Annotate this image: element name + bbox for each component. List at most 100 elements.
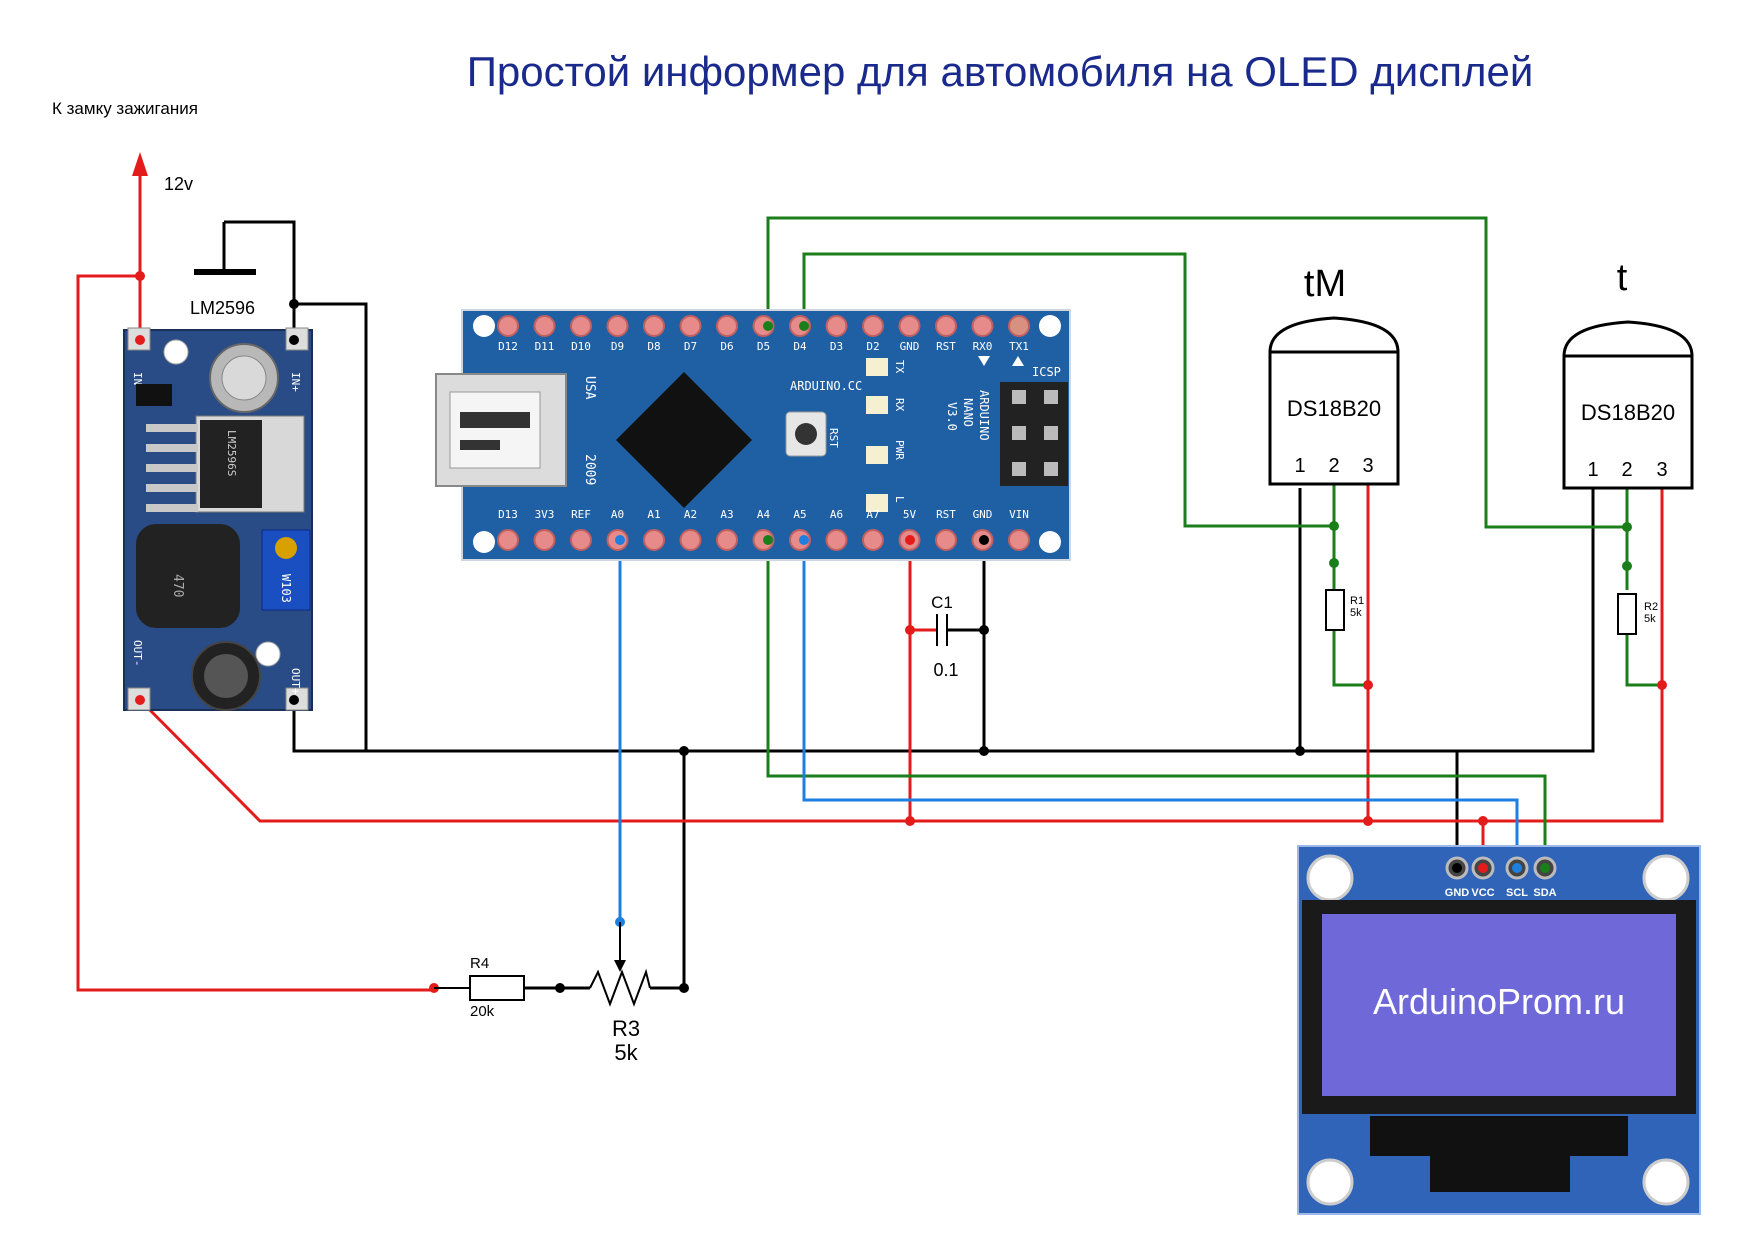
sensor-t-pin3: 3 (1656, 459, 1667, 481)
nano-pin-bottom-a1 (643, 529, 665, 551)
voltage-label: 12v (164, 174, 193, 194)
junction-dot (555, 983, 565, 993)
r4-name: R4 (470, 955, 489, 972)
led-tx-label: TX (893, 360, 906, 374)
nano-pin-top-d2 (862, 315, 884, 337)
nano-pin-label: D2 (866, 340, 879, 353)
mount-hole (473, 531, 495, 553)
junction-dot (905, 816, 915, 826)
nano-pin-top-rx0 (971, 315, 994, 337)
pin-dot-a5 (799, 535, 809, 545)
led-pwr (866, 446, 888, 464)
oled-pin-dot (1540, 863, 1550, 873)
diode (136, 384, 172, 406)
sensor-tm: tM DS18B20 1 2 3 R1 5k (1268, 263, 1400, 631)
junction-dot (905, 625, 915, 635)
nano-pin-label: A0 (611, 508, 624, 521)
nano-pin-label: A5 (793, 508, 806, 521)
mount-hole (1039, 531, 1061, 553)
r4-value: 20k (470, 1003, 495, 1020)
led-l (866, 494, 888, 512)
nano-pin-label: D4 (793, 340, 807, 353)
nano-pin-bottom-vin (1008, 529, 1030, 551)
nano-pin-label: D9 (611, 340, 624, 353)
junction-dot (1295, 746, 1305, 756)
nano-pin-bottom-rst (935, 529, 957, 551)
sensor-tm-pin1: 1 (1294, 455, 1305, 477)
label-in-plus: IN+ (289, 372, 302, 392)
sensor-tm-pin2: 2 (1328, 455, 1339, 477)
junction-dot (1478, 816, 1488, 826)
wire-a5-scl (802, 542, 1519, 866)
mount-hole (1642, 854, 1690, 902)
wire-r1-bottom (1332, 630, 1368, 687)
led-rx-label: RX (893, 398, 906, 412)
led-rx (866, 396, 888, 414)
nano-pin-label: D13 (498, 508, 518, 521)
junction-dot (1622, 561, 1632, 571)
sensor-t-pin1: 1 (1587, 459, 1598, 481)
nano-pin-label: A6 (830, 508, 843, 521)
mount-hole (1306, 1158, 1354, 1206)
pin-dot-a0 (615, 535, 625, 545)
rx-arrow-icon (978, 356, 990, 366)
regulator-name: LM2596 (190, 298, 255, 318)
junction-dot (1329, 558, 1339, 568)
wire-a4-sda (766, 542, 1547, 866)
r3-value: 5k (614, 1040, 638, 1065)
wire-d4 (802, 252, 1336, 590)
chip-text: LM2596S (225, 430, 238, 476)
oled-pin-label: VCC (1471, 887, 1494, 899)
ignition-label: К замку зажигания (52, 99, 198, 118)
nano-pin-label: D11 (535, 340, 555, 353)
junction-dot (1329, 521, 1339, 531)
microcontroller-chip (616, 372, 752, 508)
rst-label: RST (827, 428, 840, 448)
oled-pin-dot (1478, 863, 1488, 873)
junction-dot (135, 271, 145, 281)
junction-dot (979, 746, 989, 756)
nano-pin-label: D5 (757, 340, 770, 353)
wire-ignition-r4 (76, 274, 434, 992)
pin-dot-d5 (763, 321, 773, 331)
wiper-arrow-icon (614, 960, 626, 972)
nano-pin-top-d6 (716, 315, 738, 337)
icsp-label: ICSP (1032, 365, 1061, 379)
pin-dot-5v (905, 535, 915, 545)
pin-dot-a4 (763, 535, 773, 545)
r3-name: R3 (612, 1016, 640, 1041)
nano-pin-label: D10 (571, 340, 591, 353)
nano-pin-bottom-a7 (862, 529, 884, 551)
nano-pin-bottom-ref (570, 529, 592, 551)
resistor-r4: R4 20k (434, 955, 525, 1020)
mount-hole (163, 339, 189, 365)
label-out-plus: OUT+ (289, 668, 302, 695)
pin-dot-d4 (799, 321, 809, 331)
inductor-text: 470 (170, 574, 185, 597)
nano-pin-label: D6 (720, 340, 733, 353)
nano-pin-label: 5V (903, 508, 917, 521)
cap-value: 0.1 (933, 660, 958, 680)
nano-pin-label: TX1 (1009, 340, 1029, 353)
mount-hole (255, 641, 281, 667)
nano-pin-label: D7 (684, 340, 697, 353)
pad-dot (135, 695, 145, 705)
oled-ribbon (1370, 1116, 1628, 1156)
nano-pin-label: RX0 (973, 340, 993, 353)
oled-pin-label: GND (1445, 887, 1470, 899)
nano-pin-top-d3 (825, 315, 848, 337)
nano-pin-top-d7 (679, 315, 702, 337)
junction-dot (1363, 816, 1373, 826)
junction-dot (1657, 680, 1667, 690)
inductor (136, 524, 240, 628)
nano-pin-label: A1 (647, 508, 660, 521)
junction-dot (679, 746, 689, 756)
nano-pin-top-d9 (606, 315, 629, 337)
nano-pin-label: RST (936, 340, 956, 353)
led-l-label: L (893, 496, 906, 503)
lm2596-module: LM2596 IN- IN+ OUT- OUT+ LM2596S 470 (123, 222, 313, 711)
oled-screen (1322, 914, 1676, 1096)
